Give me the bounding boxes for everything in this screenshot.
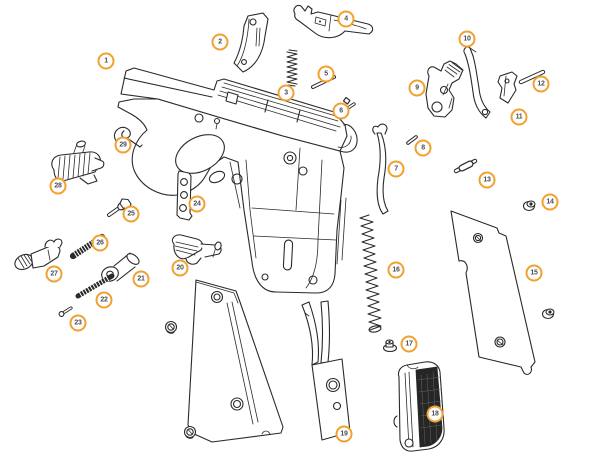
callout-1: 1 [97, 52, 115, 70]
callout-14: 14 [541, 193, 559, 211]
sear-part [497, 71, 518, 104]
hammer-part [425, 60, 464, 118]
callout-27: 27 [45, 265, 63, 283]
callout-12: 12 [532, 75, 550, 93]
callout-3: 3 [277, 84, 295, 102]
sear-lever-part [463, 46, 491, 119]
callout-20: 20 [171, 259, 189, 277]
callout-19: 19 [335, 425, 353, 443]
callout-7: 7 [387, 160, 405, 178]
trigger-part [233, 12, 269, 73]
pin-12 [518, 69, 546, 85]
safety-lever-part [14, 238, 63, 271]
decock-lever-part [171, 234, 222, 265]
callout-18: 18 [426, 405, 444, 423]
right-grip-panel-part [450, 210, 536, 375]
pin-8 [406, 135, 418, 145]
callout-26: 26 [91, 234, 109, 252]
wire-spring-part [113, 126, 143, 148]
callout-2: 2 [211, 33, 229, 51]
callout-17: 17 [400, 335, 418, 353]
callout-6: 6 [332, 102, 350, 120]
sleeve-pin-part [453, 158, 478, 174]
callout-23: 23 [69, 314, 87, 332]
callout-15: 15 [525, 264, 543, 282]
pin-23 [58, 306, 73, 317]
callout-25: 25 [122, 205, 140, 223]
grip-bushing-extra [541, 308, 555, 320]
callout-21: 21 [132, 270, 150, 288]
callout-13: 13 [478, 171, 496, 189]
sideplate-part [176, 170, 193, 221]
callout-10: 10 [458, 30, 476, 48]
grip-bushing-part [522, 200, 536, 212]
grommet-part [382, 339, 398, 353]
callout-5: 5 [317, 65, 335, 83]
grip-screw-a [164, 320, 178, 334]
callout-16: 16 [387, 261, 405, 279]
callout-24: 24 [188, 195, 206, 213]
trigger-bar-part [372, 123, 389, 215]
slide-release-part [51, 140, 105, 185]
callout-9: 9 [408, 79, 426, 97]
callout-8: 8 [414, 139, 432, 157]
callout-28: 28 [49, 177, 67, 195]
callout-22: 22 [95, 291, 113, 309]
grip-screw-b [183, 425, 197, 439]
threaded-rod-part [75, 273, 115, 299]
callout-4: 4 [337, 10, 355, 28]
callout-11: 11 [510, 108, 528, 126]
recoil-spring-part [359, 214, 382, 333]
callout-29: 29 [114, 136, 132, 154]
